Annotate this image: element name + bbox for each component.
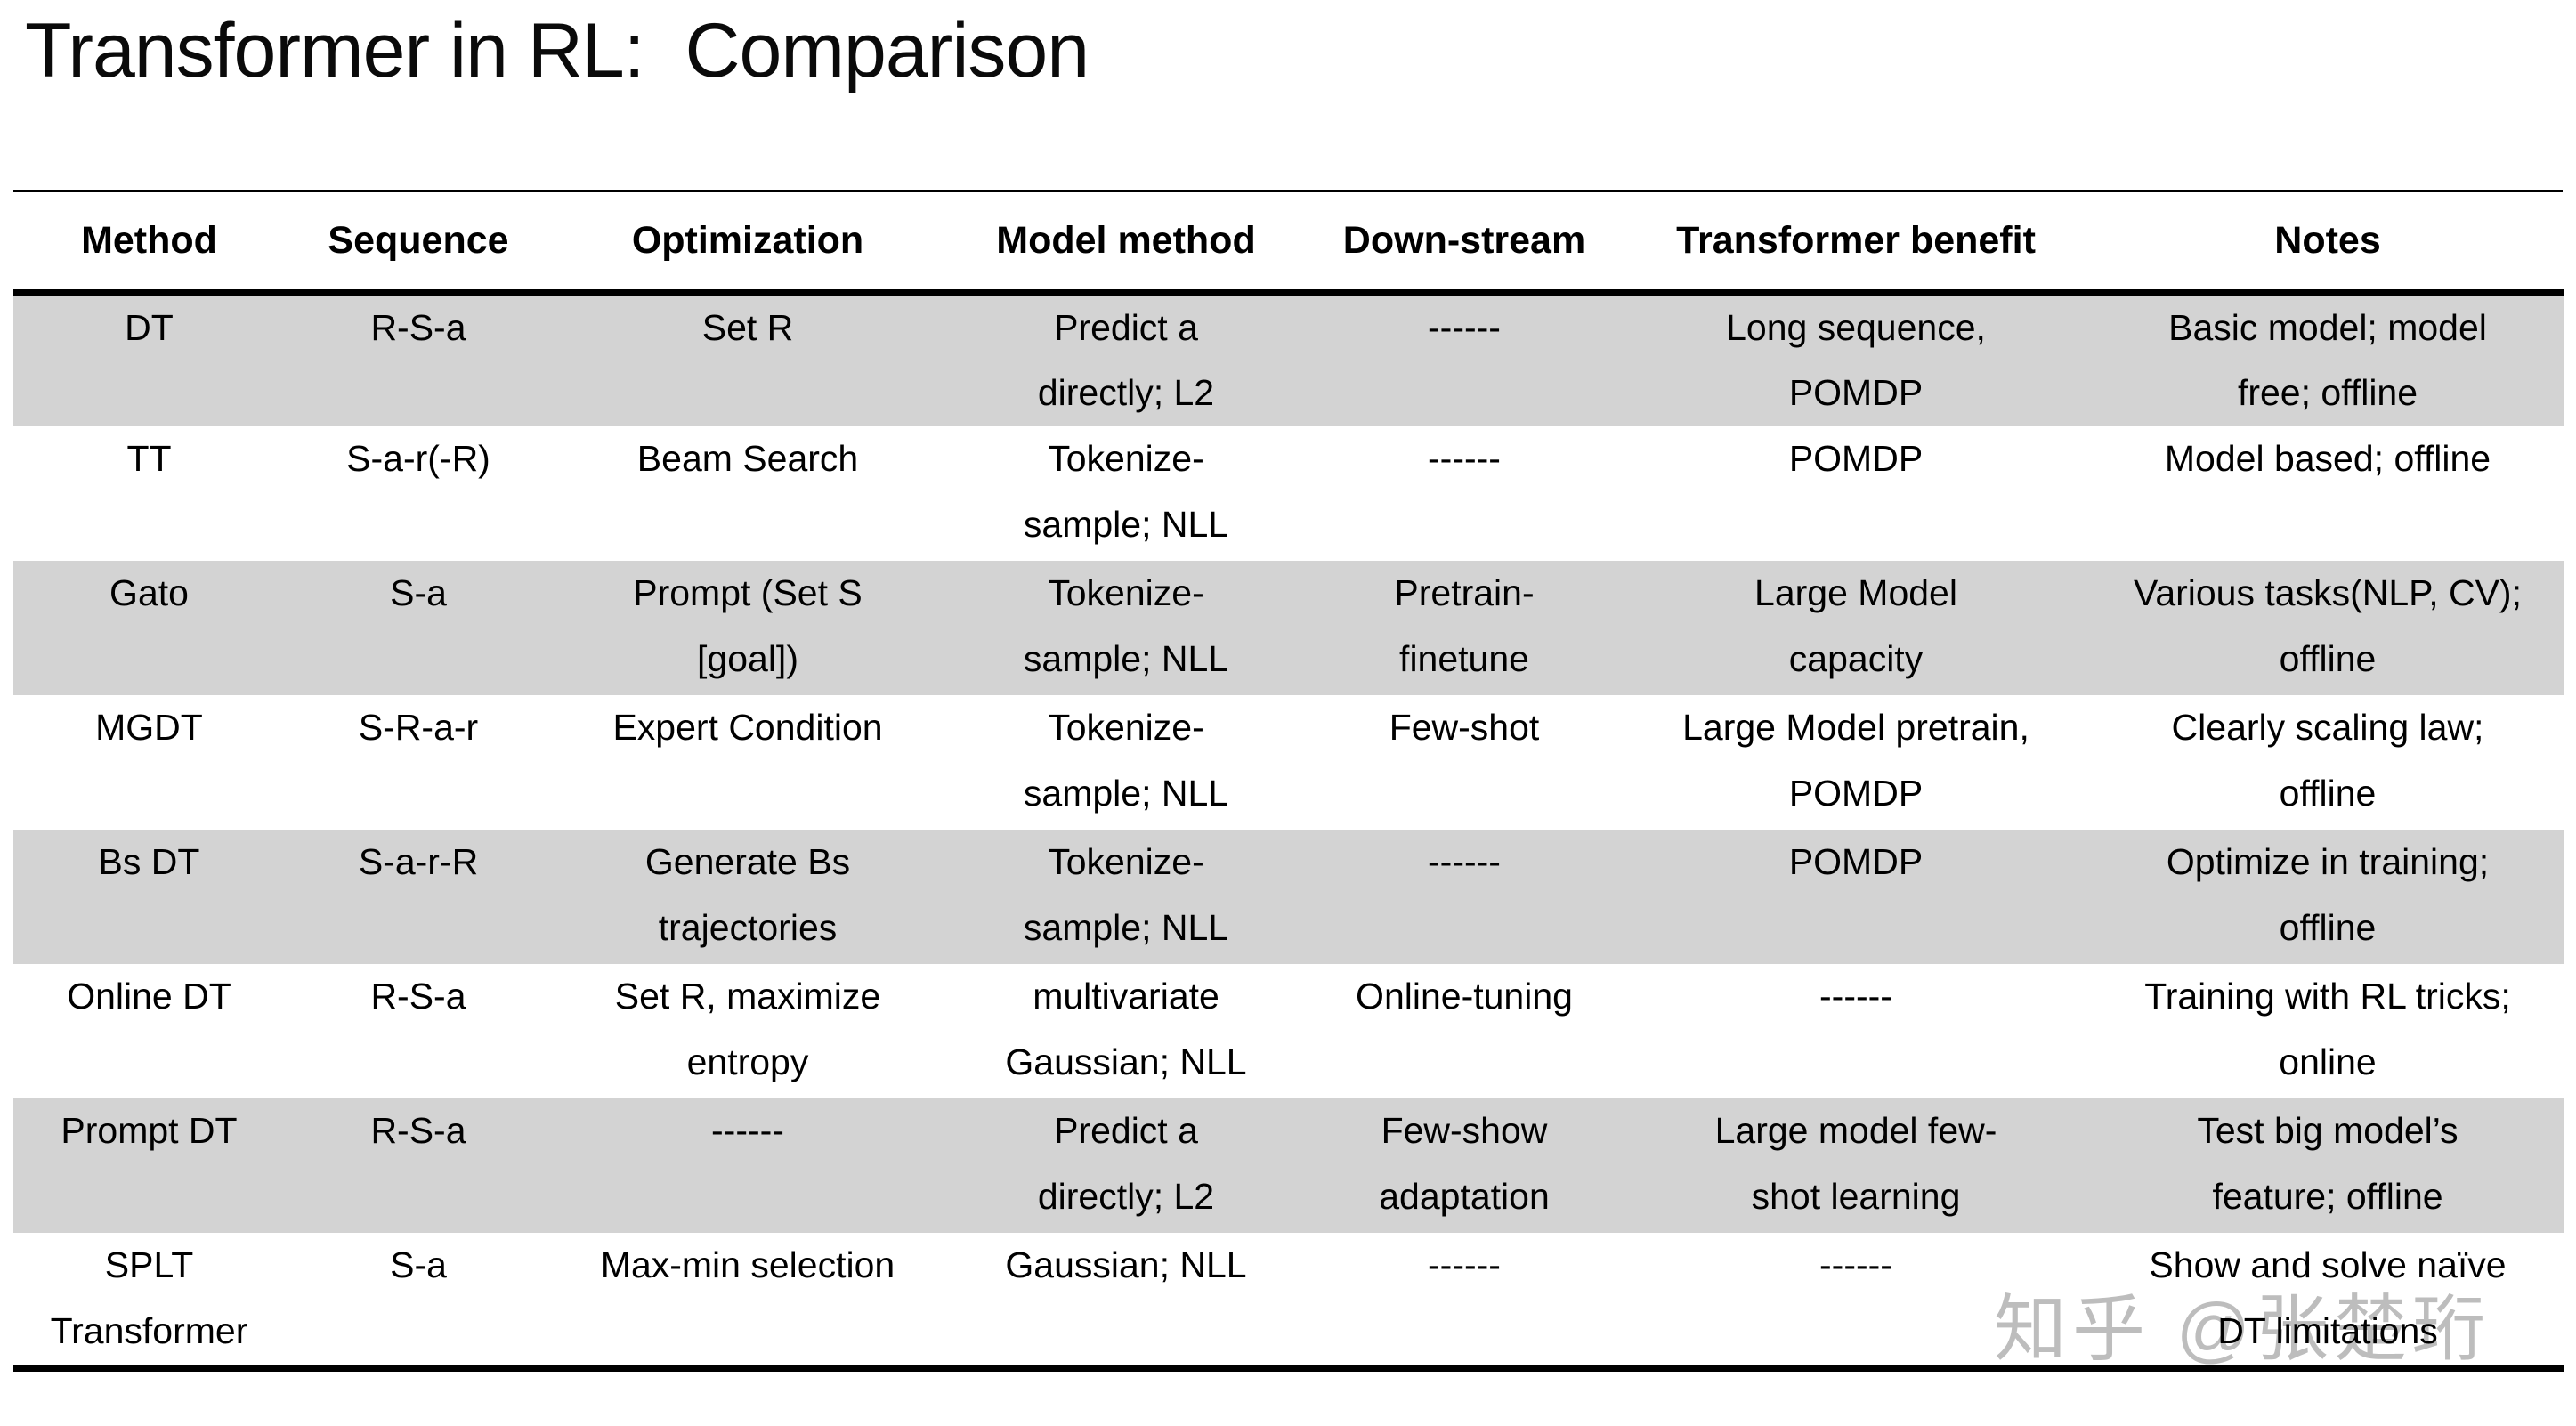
- table-cell: Set R, maximize entropy: [614, 976, 881, 1082]
- table-cell: Tokenize- sample; NLL: [1023, 438, 1229, 545]
- table-cell: Online-tuning: [1356, 976, 1573, 1017]
- table-cell: Prompt (Set S [goal]): [552, 561, 944, 696]
- table-cell: Long sequence, POMDP: [1620, 292, 2092, 427]
- column-header-transformer-benefit: Transformer benefit: [1676, 219, 2036, 262]
- table-cell: Tokenize- sample; NLL: [944, 561, 1308, 696]
- table-cell: Gato: [13, 561, 285, 696]
- table-cell: ------: [1308, 292, 1620, 427]
- table-row-bs-dt: Bs DT S-a-r-R Generate Bs trajectories T…: [13, 830, 2564, 965]
- table-cell: ------: [1428, 438, 1501, 480]
- table-cell: Large Model capacity: [1620, 561, 2092, 696]
- table-cell: Set R: [552, 292, 944, 427]
- table-cell: Training with RL tricks; online: [2144, 976, 2511, 1082]
- table-cell: MGDT: [95, 707, 203, 749]
- table-row-online-dt: Online DT R-S-a Set R, maximize entropy …: [13, 964, 2564, 1098]
- comparison-table: Method Sequence Optimization Model metho…: [13, 196, 2564, 1372]
- table-cell: R-S-a: [285, 292, 552, 427]
- table-cell: Large model few- shot learning: [1620, 1098, 2092, 1234]
- table-cell: Tokenize- sample; NLL: [944, 830, 1308, 965]
- table-cell: multivariate Gaussian; NLL: [1005, 976, 1247, 1082]
- table-cell: Beam Search: [636, 438, 859, 480]
- table-cell: Clearly scaling law; offline: [2171, 707, 2484, 814]
- table-cell: ------: [1308, 830, 1620, 965]
- table-cell: Optimize in training; offline: [2092, 830, 2564, 965]
- table-row-prompt-dt: Prompt DT R-S-a ------ Predict a directl…: [13, 1098, 2564, 1234]
- table-cell: Test big model’s feature; offline: [2092, 1098, 2564, 1234]
- table-cell: POMDP: [1620, 830, 2092, 965]
- table-cell: DT: [13, 292, 285, 427]
- table-cell: Generate Bs trajectories: [552, 830, 944, 965]
- table-cell: Bs DT: [13, 830, 285, 965]
- table-cell: Various tasks(NLP, CV); offline: [2092, 561, 2564, 696]
- table-cell: Few-shot: [1389, 707, 1540, 749]
- table-row-tt: TT S-a-r(-R) Beam Search Tokenize- sampl…: [13, 426, 2564, 561]
- column-header-optimization: Optimization: [631, 219, 864, 262]
- column-header-notes: Notes: [2274, 219, 2381, 262]
- column-header-model-method: Model method: [996, 219, 1256, 262]
- column-header-method: Method: [81, 219, 217, 262]
- table-cell: ------: [552, 1098, 944, 1234]
- table-cell: Predict a directly; L2: [944, 292, 1308, 427]
- table-cell: ------: [1819, 1244, 1892, 1286]
- table-cell: S-a: [285, 561, 552, 696]
- table-cell: Predict a directly; L2: [944, 1098, 1308, 1234]
- table-cell: Show and solve naïve DT limitations: [2149, 1244, 2507, 1351]
- table-cell: POMDP: [1788, 438, 1924, 480]
- table-cell: TT: [126, 438, 172, 480]
- table-cell: Prompt DT: [13, 1098, 285, 1234]
- table-row-gato: Gato S-a Prompt (Set S [goal]) Tokenize-…: [13, 561, 2564, 696]
- column-header-sequence: Sequence: [328, 219, 509, 262]
- table-cell: S-a-r(-R): [346, 438, 490, 480]
- table-cell: R-S-a: [370, 976, 466, 1017]
- table-cell: Few-show adaptation: [1308, 1098, 1620, 1234]
- table-cell: Expert Condition: [612, 707, 883, 749]
- table-cell: S-a: [390, 1244, 447, 1286]
- table-cell: S-R-a-r: [358, 707, 479, 749]
- table-cell: R-S-a: [285, 1098, 552, 1234]
- table-cell: ------: [1428, 1244, 1501, 1286]
- table-cell: Online DT: [67, 976, 231, 1017]
- table-cell: Pretrain- finetune: [1308, 561, 1620, 696]
- column-header-down-stream: Down-stream: [1342, 219, 1586, 262]
- table-cell: Tokenize- sample; NLL: [1023, 707, 1229, 814]
- table-row-dt: DT R-S-a Set R Predict a directly; L2 --…: [13, 292, 2564, 427]
- table-cell: Model based; offline: [2164, 438, 2491, 480]
- table-cell: Max-min selection: [600, 1244, 895, 1286]
- page-title: Transformer in RL: Comparison: [25, 8, 1090, 93]
- table-cell: Gaussian; NLL: [1005, 1244, 1247, 1286]
- table-cell: SPLT Transformer: [50, 1244, 248, 1351]
- header-row: Method Sequence Optimization Model metho…: [13, 196, 2564, 292]
- table-cell: Large Model pretrain, POMDP: [1682, 707, 2029, 814]
- zhihu-watermark: 知乎 @张楚珩: [1994, 1289, 2491, 1370]
- table-row-splt-transformer: SPLT Transformer S-a Max-min selection G…: [13, 1233, 2564, 1368]
- table-cell: S-a-r-R: [285, 830, 552, 965]
- table-cell: Basic model; model free; offline: [2092, 292, 2564, 427]
- table-row-mgdt: MGDT S-R-a-r Expert Condition Tokenize- …: [13, 695, 2564, 830]
- table-cell: ------: [1819, 976, 1892, 1017]
- title-divider: [13, 190, 2563, 192]
